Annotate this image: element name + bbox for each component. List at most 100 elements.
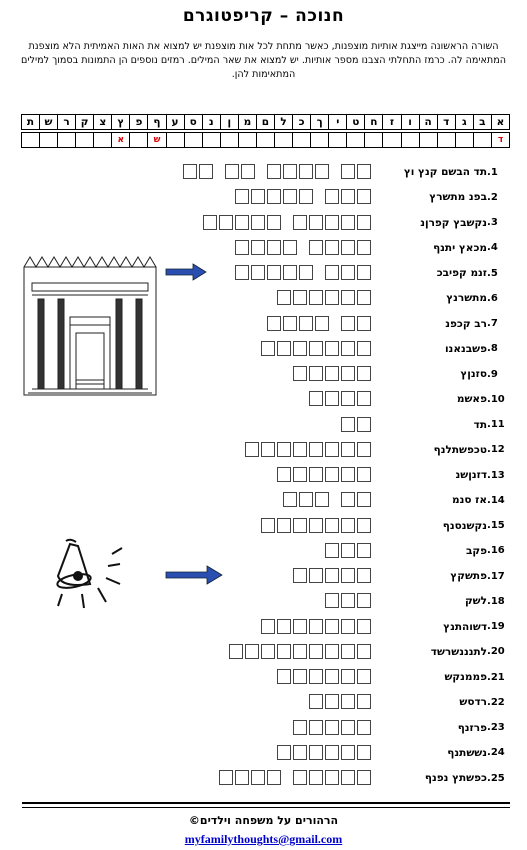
cipher-answer-cell[interactable] (328, 132, 348, 148)
answer-letter-box[interactable] (309, 643, 323, 659)
answer-letter-box[interactable] (341, 416, 355, 432)
answer-letter-box[interactable] (235, 239, 249, 255)
answer-letter-box[interactable] (357, 694, 371, 710)
answer-letter-box[interactable] (315, 492, 329, 508)
cipher-answer-cell[interactable]: א (111, 132, 131, 148)
cipher-answer-cell[interactable] (237, 132, 257, 148)
cipher-answer-cell[interactable] (382, 132, 402, 148)
cipher-answer-cell[interactable] (165, 132, 185, 148)
cipher-answer-cell[interactable] (346, 132, 366, 148)
answer-letter-box[interactable] (357, 265, 371, 280)
answer-letter-box[interactable] (293, 366, 307, 381)
answer-letter-box[interactable] (251, 214, 265, 230)
cipher-answer-cell[interactable] (364, 132, 384, 148)
answer-letter-box[interactable] (315, 164, 329, 179)
answer-letter-box[interactable] (341, 189, 355, 205)
answer-letter-box[interactable] (293, 669, 307, 684)
answer-letter-box[interactable] (341, 315, 355, 331)
answer-letter-box[interactable] (357, 441, 371, 457)
answer-letter-box[interactable] (309, 694, 323, 710)
answer-letter-box[interactable] (341, 517, 355, 533)
answer-letter-box[interactable] (357, 416, 371, 432)
cipher-answer-cell[interactable] (201, 132, 221, 148)
answer-letter-box[interactable] (325, 366, 339, 381)
answer-letter-box[interactable] (325, 568, 339, 583)
answer-letter-box[interactable] (357, 391, 371, 407)
answer-letter-box[interactable] (341, 542, 355, 558)
answer-letter-box[interactable] (235, 265, 249, 280)
answer-letter-box[interactable] (325, 391, 339, 407)
cipher-answer-cell[interactable]: ד (490, 132, 510, 148)
answer-letter-box[interactable] (341, 492, 355, 508)
answer-letter-box[interactable] (261, 618, 275, 634)
answer-letter-box[interactable] (325, 694, 339, 710)
answer-letter-box[interactable] (299, 164, 313, 179)
answer-letter-box[interactable] (309, 568, 323, 583)
answer-letter-box[interactable] (277, 467, 291, 482)
answer-letter-box[interactable] (299, 492, 313, 508)
answer-letter-box[interactable] (341, 164, 355, 179)
answer-letter-box[interactable] (341, 643, 355, 659)
answer-letter-box[interactable] (267, 265, 281, 280)
cipher-answer-cell[interactable] (75, 132, 95, 148)
answer-letter-box[interactable] (325, 719, 339, 735)
answer-letter-box[interactable] (309, 366, 323, 381)
cipher-answer-cell[interactable] (38, 132, 59, 148)
answer-letter-box[interactable] (277, 441, 291, 457)
answer-letter-box[interactable] (341, 694, 355, 710)
cipher-answer-cell[interactable] (57, 132, 77, 148)
answer-letter-box[interactable] (251, 189, 265, 205)
answer-letter-box[interactable] (357, 340, 371, 356)
cipher-answer-cell[interactable] (310, 132, 330, 148)
answer-letter-box[interactable] (277, 744, 291, 760)
answer-letter-box[interactable] (341, 744, 355, 760)
answer-letter-box[interactable] (341, 618, 355, 634)
answer-letter-box[interactable] (267, 770, 281, 785)
cipher-answer-cell[interactable] (183, 132, 203, 148)
answer-letter-box[interactable] (267, 164, 281, 179)
answer-letter-box[interactable] (357, 214, 371, 230)
answer-letter-box[interactable] (357, 643, 371, 659)
answer-letter-box[interactable] (283, 189, 297, 205)
answer-letter-box[interactable] (299, 265, 313, 280)
answer-letter-box[interactable] (357, 744, 371, 760)
answer-letter-box[interactable] (341, 214, 355, 230)
cipher-answer-cell[interactable] (255, 132, 275, 148)
answer-letter-box[interactable] (341, 467, 355, 482)
answer-letter-box[interactable] (325, 517, 339, 533)
answer-letter-box[interactable] (235, 214, 249, 230)
answer-letter-box[interactable] (267, 214, 281, 230)
cipher-answer-cell[interactable] (20, 132, 40, 148)
answer-letter-box[interactable] (267, 315, 281, 331)
cipher-answer-cell[interactable] (219, 132, 239, 148)
answer-letter-box[interactable] (293, 744, 307, 760)
answer-letter-box[interactable] (293, 467, 307, 482)
answer-letter-box[interactable] (277, 290, 291, 306)
answer-letter-box[interactable] (293, 214, 307, 230)
answer-letter-box[interactable] (293, 340, 307, 356)
answer-letter-box[interactable] (219, 770, 233, 785)
cipher-answer-cell[interactable] (454, 132, 474, 148)
answer-letter-box[interactable] (277, 340, 291, 356)
answer-letter-box[interactable] (245, 643, 259, 659)
answer-letter-box[interactable] (309, 239, 323, 255)
answer-letter-box[interactable] (309, 340, 323, 356)
answer-letter-box[interactable] (283, 492, 297, 508)
answer-letter-box[interactable] (309, 290, 323, 306)
answer-letter-box[interactable] (357, 315, 371, 331)
answer-letter-box[interactable] (245, 441, 259, 457)
answer-letter-box[interactable] (325, 770, 339, 785)
answer-letter-box[interactable] (293, 719, 307, 735)
answer-letter-box[interactable] (283, 239, 297, 255)
answer-letter-box[interactable] (325, 214, 339, 230)
answer-letter-box[interactable] (357, 290, 371, 306)
answer-letter-box[interactable] (341, 290, 355, 306)
answer-letter-box[interactable] (341, 265, 355, 280)
answer-letter-box[interactable] (325, 340, 339, 356)
answer-letter-box[interactable] (293, 517, 307, 533)
answer-letter-box[interactable] (251, 239, 265, 255)
answer-letter-box[interactable] (325, 593, 339, 609)
answer-letter-box[interactable] (341, 441, 355, 457)
answer-letter-box[interactable] (341, 239, 355, 255)
answer-letter-box[interactable] (299, 189, 313, 205)
